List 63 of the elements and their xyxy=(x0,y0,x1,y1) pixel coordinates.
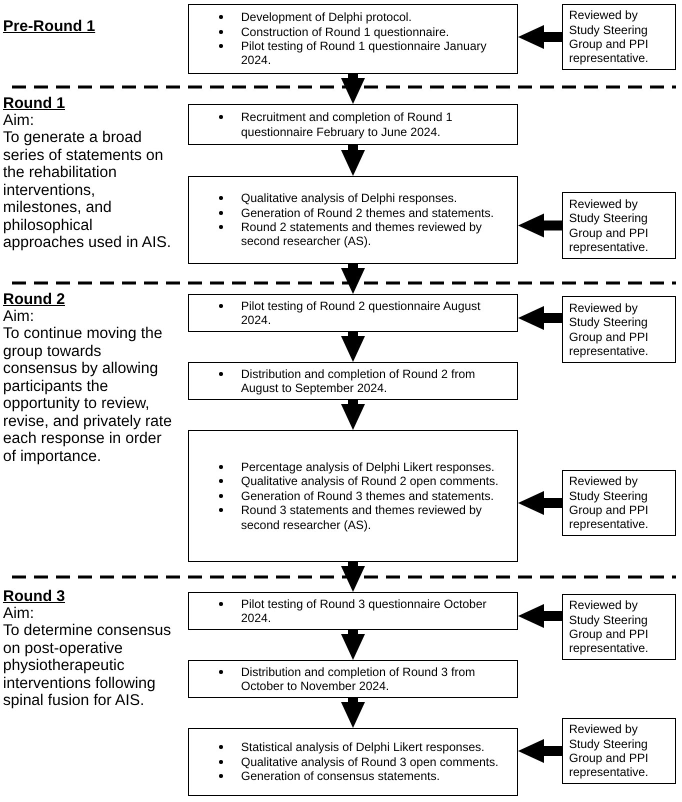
round-heading: Round 3 xyxy=(3,588,65,606)
aim-text: To generate a broad series of statements on the rehabilitation interventions, milestones, and philosophical approaches used in AIS. xyxy=(3,129,172,252)
list-item: Generation of Round 3 themes and statements. xyxy=(241,488,495,504)
list-item: Generation of consensus statements. xyxy=(241,769,441,784)
aim-text: To continue moving the group towards consensus by allowing participants the opportunity to review, revise, and privately rate each response in order of importance. xyxy=(3,325,173,465)
arrow xyxy=(341,400,365,430)
list-item: Recruitment and completion of Round 1 questionnaire February to June 2024. xyxy=(241,110,454,139)
review-note: Reviewed by Study Steering Group and PPI representative. xyxy=(569,300,650,358)
aim-text: To determine consensus on post-operative physiotherapeutic interventions following spinal fusion for AIS. xyxy=(3,622,172,710)
list-item: Pilot testing of Round 3 questionnaire October 2024. xyxy=(241,596,488,626)
review-box xyxy=(562,594,676,660)
process-box xyxy=(188,294,518,332)
review-note: Reviewed by Study Steering Group and PPI representative. xyxy=(569,8,650,66)
list-item: Generation of Round 2 themes and statements. xyxy=(241,206,495,220)
process-box xyxy=(188,362,518,400)
arrow xyxy=(518,306,562,330)
list-item: Statistical analysis of Delphi Likert responses. xyxy=(241,740,486,755)
review-box xyxy=(562,470,676,536)
arrow xyxy=(341,145,365,176)
list-item: Pilot testing of Round 2 questionnaire August 2024. xyxy=(241,298,482,328)
list-item: Distribution and completion of Round 2 from August to September 2024. xyxy=(241,366,476,396)
arrow xyxy=(341,698,365,728)
aim-label: Aim: xyxy=(3,605,35,622)
arrow xyxy=(518,739,562,763)
arrow xyxy=(518,25,562,49)
review-note: Reviewed by Study Steering Group and PPI representative. xyxy=(569,598,650,656)
process-box xyxy=(188,430,518,562)
arrow xyxy=(518,214,562,238)
arrow xyxy=(341,562,365,592)
arrow xyxy=(341,264,365,294)
aim-label: Aim: xyxy=(3,308,35,326)
list-item: Round 2 statements and themes reviewed by second researcher (AS). xyxy=(241,220,483,249)
arrow xyxy=(518,604,562,628)
process-box xyxy=(188,4,518,74)
list-item: Percentage analysis of Delphi Likert responses. xyxy=(241,460,496,474)
arrow xyxy=(518,491,562,515)
list-item: Construction of Round 1 questionnaire. xyxy=(241,24,450,39)
list-item: Development of Delphi protocol. xyxy=(241,10,413,25)
arrow xyxy=(341,74,365,104)
round-heading: Round 2 xyxy=(3,291,65,308)
review-note: Reviewed by Study Steering Group and PPI representative. xyxy=(569,474,650,532)
process-box xyxy=(188,660,518,698)
process-box xyxy=(188,592,518,630)
review-box xyxy=(562,718,676,784)
list-item: Round 3 statements and themes reviewed by second researcher (AS). xyxy=(241,503,483,532)
review-box xyxy=(562,192,676,259)
list-item: Qualitative analysis of Round 3 open comments. xyxy=(241,754,500,770)
list-item: Qualitative analysis of Round 2 open comments. xyxy=(241,474,500,489)
process-box xyxy=(188,104,518,145)
review-box xyxy=(562,296,676,363)
review-note: Reviewed by Study Steering Group and PPI representative. xyxy=(569,722,650,780)
list-item: Distribution and completion of Round 3 from October to November 2024. xyxy=(241,664,476,694)
round-heading: Pre-Round 1 xyxy=(3,18,96,36)
review-box xyxy=(562,4,676,70)
aim-label: Aim: xyxy=(3,112,35,130)
process-box xyxy=(188,728,518,796)
arrow xyxy=(341,630,365,660)
arrow xyxy=(341,332,365,362)
list-item: Pilot testing of Round 1 questionnaire January 2024. xyxy=(241,39,488,68)
review-note: Reviewed by Study Steering Group and PPI representative. xyxy=(569,196,650,254)
list-item: Qualitative analysis of Delphi responses. xyxy=(241,191,458,206)
round-heading: Round 1 xyxy=(3,95,65,112)
process-box xyxy=(188,176,518,264)
